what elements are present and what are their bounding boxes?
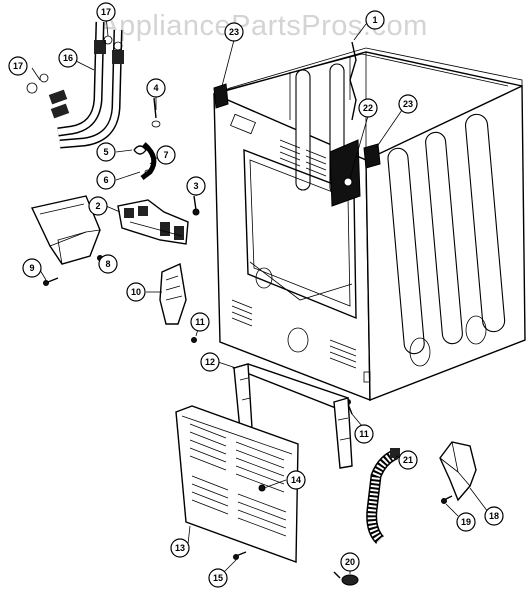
callout-23-left: 23 [224,22,244,42]
callout-8: 8 [98,254,118,274]
callout-label-23-left: 23 [229,27,239,37]
hose-clamp [333,571,359,586]
toe-panel-bracket [231,363,353,469]
callout-15: 15 [208,568,228,588]
callout-label-1: 1 [372,15,377,25]
toe-panel [175,405,299,563]
callout-17-top: 17 [96,2,116,22]
callout-label-7: 7 [163,150,168,160]
callout-label-18: 18 [489,511,499,521]
callout-label-9: 9 [29,263,34,273]
callout-label-5: 5 [103,147,108,157]
screw-upper [191,337,197,343]
callout-14: 14 [286,470,306,490]
hose-clamp-parts [133,97,161,180]
callout-label-8: 8 [105,259,110,269]
callout-2: 2 [88,196,108,216]
callout-9: 9 [22,258,42,278]
callout-1: 1 [365,10,385,30]
water-valve [117,195,200,245]
cabinet [213,41,526,402]
callout-10: 10 [126,282,146,302]
callout-label-11-lower: 11 [359,429,369,439]
callout-label-23-right: 23 [403,99,413,109]
callout-3: 3 [186,176,206,196]
callout-4: 4 [146,78,166,98]
callout-5: 5 [96,142,116,162]
callout-label-20: 20 [345,557,355,567]
callout-label-10: 10 [131,287,141,297]
callout-12: 12 [200,352,220,372]
callout-11-upper: 11 [190,312,210,332]
fill-hoses [48,21,124,149]
callout-label-6: 6 [103,175,108,185]
callout-6: 6 [96,170,116,190]
callout-label-16: 16 [63,53,73,63]
callout-label-12: 12 [205,357,215,367]
callout-17-left: 17 [8,56,28,76]
callout-label-15: 15 [213,573,223,583]
callout-21: 21 [398,450,418,470]
callout-label-13: 13 [175,543,185,553]
callout-label-4: 4 [153,83,158,93]
callout-19: 19 [456,512,476,532]
callout-label-2: 2 [95,201,100,211]
hose-guide [439,441,477,504]
callout-label-17-left: 17 [13,61,23,71]
callout-label-21: 21 [403,455,413,465]
panel-screw [233,551,247,560]
callout-label-11-upper: 11 [195,317,205,327]
callout-22: 22 [358,98,378,118]
retaining-clip [159,262,187,325]
callout-23-right: 23 [398,94,418,114]
callout-label-22: 22 [363,103,373,113]
callout-7: 7 [156,145,176,165]
callout-11-lower: 11 [354,424,374,444]
callout-label-19: 19 [461,517,471,527]
callout-label-3: 3 [193,181,198,191]
callout-16: 16 [58,48,78,68]
callout-13: 13 [170,538,190,558]
callout-18: 18 [484,506,504,526]
drain-hose [366,448,400,544]
callout-label-17-top: 17 [101,7,111,17]
callout-20: 20 [340,552,360,572]
callout-label-14: 14 [291,475,301,485]
